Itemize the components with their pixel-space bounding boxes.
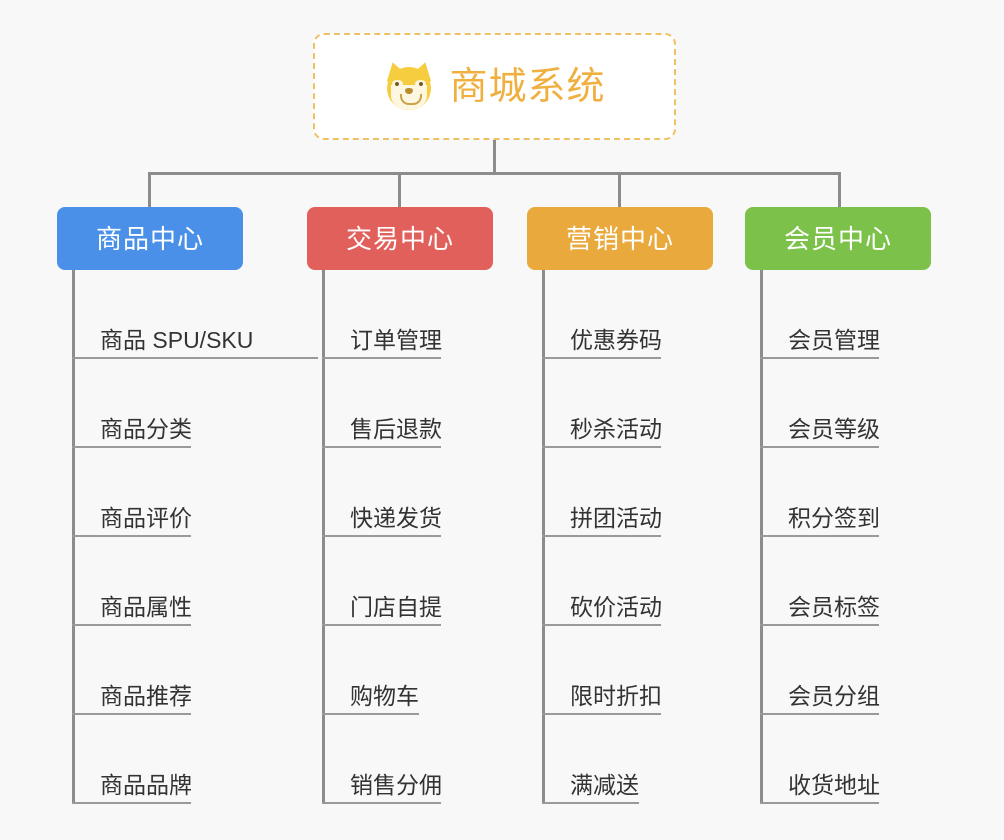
connector-drop-4 bbox=[838, 172, 841, 210]
leaf-label: 拼团活动 bbox=[570, 504, 662, 531]
category-header-2[interactable]: 交易中心 bbox=[307, 207, 493, 270]
leaf-underline: 会员等级 bbox=[760, 415, 880, 448]
leaf-label: 满减送 bbox=[570, 771, 639, 798]
leaf-label: 订单管理 bbox=[350, 326, 442, 353]
leaf-label: 商品属性 bbox=[100, 593, 192, 620]
connector-drop-1 bbox=[148, 172, 151, 210]
leaf-underline: 订单管理 bbox=[322, 326, 442, 359]
leaf-underline: 商品推荐 bbox=[72, 682, 192, 715]
category-header-3[interactable]: 营销中心 bbox=[527, 207, 713, 270]
leaf-label: 购物车 bbox=[350, 682, 419, 709]
leaf-underline: 拼团活动 bbox=[542, 504, 662, 537]
connector-horizontal-bus bbox=[148, 172, 838, 175]
category-column: 会员中心会员管理会员等级积分签到会员标签会员分组收货地址 bbox=[745, 207, 931, 804]
category-column: 交易中心订单管理售后退款快递发货门店自提购物车销售分佣 bbox=[307, 207, 493, 804]
root-node[interactable]: 商城系统 bbox=[313, 33, 676, 140]
category-header-label: 会员中心 bbox=[783, 223, 892, 254]
connector-drop-2 bbox=[398, 172, 401, 210]
leaf-underline: 满减送 bbox=[542, 771, 639, 804]
leaf-label: 会员等级 bbox=[788, 415, 880, 442]
connector-column-trunk bbox=[322, 270, 325, 804]
leaf-underline: 销售分佣 bbox=[322, 771, 442, 804]
leaf-label: 优惠券码 bbox=[570, 326, 662, 353]
category-header-1[interactable]: 商品中心 bbox=[57, 207, 243, 270]
leaf-underline: 限时折扣 bbox=[542, 682, 662, 715]
leaf-underline: 商品评价 bbox=[72, 504, 192, 537]
leaf-label: 快递发货 bbox=[350, 504, 442, 531]
leaf-label: 商品 SPU/SKU bbox=[100, 326, 254, 353]
leaf-label: 商品品牌 bbox=[100, 771, 192, 798]
leaf-label: 销售分佣 bbox=[350, 771, 442, 798]
leaf-underline: 售后退款 bbox=[322, 415, 442, 448]
leaf-underline: 会员管理 bbox=[760, 326, 880, 359]
leaf-underline: 商品属性 bbox=[72, 593, 192, 626]
leaf-label: 限时折扣 bbox=[570, 682, 662, 709]
leaf-underline: 快递发货 bbox=[322, 504, 442, 537]
shiba-dog-icon bbox=[382, 58, 437, 113]
leaf-label: 门店自提 bbox=[350, 593, 442, 620]
leaf-label: 商品评价 bbox=[100, 504, 192, 531]
leaf-label: 砍价活动 bbox=[570, 593, 662, 620]
leaf-underline: 会员分组 bbox=[760, 682, 880, 715]
leaf-label: 商品分类 bbox=[100, 415, 192, 442]
leaf-label: 收货地址 bbox=[788, 771, 880, 798]
connector-column-trunk bbox=[542, 270, 545, 804]
leaf-underline: 优惠券码 bbox=[542, 326, 662, 359]
leaf-label: 秒杀活动 bbox=[570, 415, 662, 442]
leaf-underline: 商品品牌 bbox=[72, 771, 192, 804]
leaf-underline: 购物车 bbox=[322, 682, 419, 715]
leaf-label: 商品推荐 bbox=[100, 682, 192, 709]
leaf-underline: 门店自提 bbox=[322, 593, 442, 626]
category-header-label: 商品中心 bbox=[95, 223, 204, 254]
leaf-underline: 会员标签 bbox=[760, 593, 880, 626]
leaf-label: 会员标签 bbox=[788, 593, 880, 620]
leaf-label: 会员管理 bbox=[788, 326, 880, 353]
category-header-label: 营销中心 bbox=[565, 223, 674, 254]
connector-root-stem bbox=[493, 140, 496, 174]
category-header-label: 交易中心 bbox=[345, 223, 454, 254]
connector-column-trunk bbox=[760, 270, 763, 804]
leaf-underline: 收货地址 bbox=[760, 771, 880, 804]
root-title: 商城系统 bbox=[449, 65, 606, 108]
leaf-underline: 积分签到 bbox=[760, 504, 880, 537]
connector-column-trunk bbox=[72, 270, 75, 804]
leaf-label: 售后退款 bbox=[350, 415, 442, 442]
category-column: 营销中心优惠券码秒杀活动拼团活动砍价活动限时折扣满减送 bbox=[527, 207, 713, 804]
leaf-underline: 秒杀活动 bbox=[542, 415, 662, 448]
leaf-underline: 商品分类 bbox=[72, 415, 192, 448]
leaf-label: 积分签到 bbox=[788, 504, 880, 531]
category-header-4[interactable]: 会员中心 bbox=[745, 207, 931, 270]
leaf-label: 会员分组 bbox=[788, 682, 880, 709]
leaf-underline: 砍价活动 bbox=[542, 593, 662, 626]
category-column: 商品中心商品 SPU/SKU 商品分类商品评价商品属性商品推荐商品品牌 bbox=[57, 207, 318, 804]
connector-drop-3 bbox=[618, 172, 621, 210]
leaf-underline: 商品 SPU/SKU bbox=[72, 326, 318, 359]
